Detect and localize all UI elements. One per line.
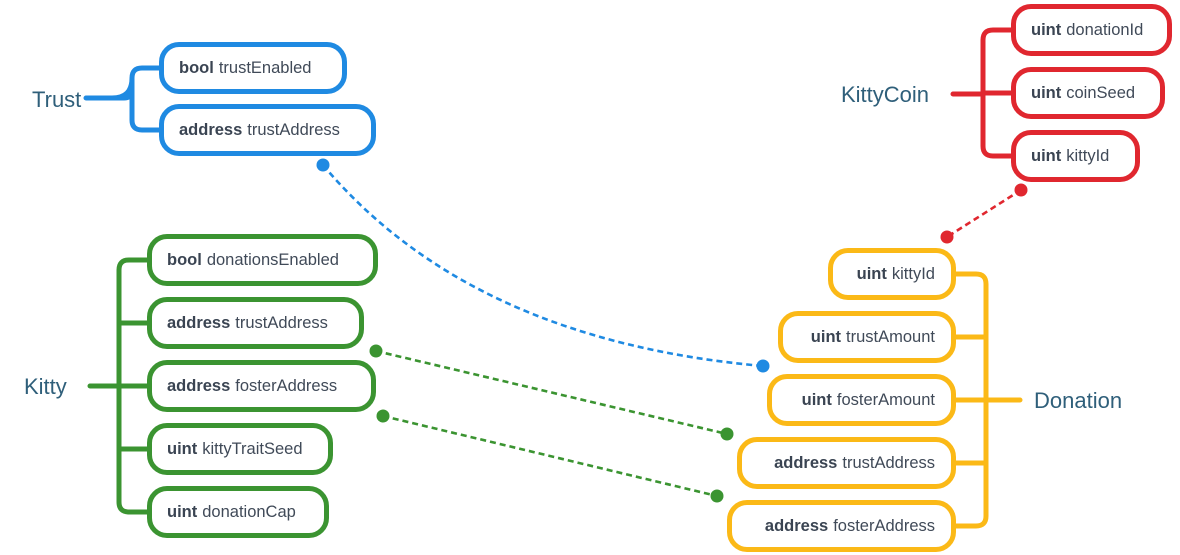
link-kitty-foster-to-donation	[376, 409, 724, 503]
link-line	[382, 414, 718, 498]
link-endpoint-dot	[316, 158, 330, 172]
field-name: trustAddress	[235, 313, 328, 332]
field-type: address	[167, 313, 231, 332]
field-type: uint	[801, 390, 832, 409]
field-type: address	[764, 516, 829, 535]
field-name: kittyTraitSeed	[202, 439, 303, 458]
field-type: bool	[179, 58, 214, 77]
field-type: address	[167, 376, 231, 395]
field-type: uint	[810, 327, 842, 346]
field-name: donationCap	[202, 502, 296, 521]
link-line	[375, 349, 728, 436]
field-name: trustAddress	[247, 120, 340, 139]
link-line	[946, 188, 1022, 239]
field-type: address	[774, 453, 838, 472]
field-name: fosterAddress	[235, 376, 338, 395]
field-type: uint	[167, 502, 198, 521]
field-type: uint	[167, 439, 198, 458]
link-endpoint-dot	[1014, 183, 1028, 197]
bracket-trust	[83, 65, 164, 133]
field-type: uint	[856, 264, 887, 283]
field-type: uint	[1031, 83, 1062, 102]
link-kittycoin-to-donation	[940, 183, 1028, 244]
field-type: uint	[1031, 146, 1062, 165]
field-name: donationsEnabled	[206, 250, 339, 269]
field-name: trustAmount	[846, 327, 935, 346]
group-brackets	[83, 27, 1023, 529]
link-endpoint-dot	[720, 427, 734, 441]
field-type: address	[179, 120, 243, 139]
group-label-kittycoin: KittyCoin	[841, 82, 930, 107]
group-label-trust: Trust	[32, 87, 82, 112]
link-line	[322, 164, 764, 368]
field-name: fosterAddress	[833, 516, 935, 535]
field-name: coinSeed	[1066, 83, 1136, 102]
field-name: kittyId	[1066, 146, 1110, 165]
group-label-kitty: Kitty	[24, 374, 67, 399]
link-endpoint-dot	[756, 359, 770, 373]
link-endpoint-dot	[369, 344, 383, 358]
link-endpoint-dot	[940, 230, 954, 244]
field-name: trustEnabled	[218, 58, 312, 77]
group-label-donation: Donation	[1034, 388, 1123, 413]
link-endpoint-dot	[710, 489, 724, 503]
bracket-donation	[951, 271, 1023, 529]
link-endpoint-dot	[376, 409, 390, 423]
connection-links	[316, 158, 1028, 503]
field-type: uint	[1031, 20, 1062, 39]
field-type: bool	[167, 250, 202, 269]
field-name: fosterAmount	[836, 390, 935, 409]
link-kitty-trust-to-donation	[369, 344, 734, 441]
link-trust-to-donation	[316, 158, 770, 373]
field-name: donationId	[1066, 20, 1144, 39]
bracket-kitty	[87, 257, 152, 515]
field-name: trustAddress	[842, 453, 935, 472]
bracket-kittycoin	[950, 27, 1016, 159]
field-name: kittyId	[891, 264, 935, 283]
